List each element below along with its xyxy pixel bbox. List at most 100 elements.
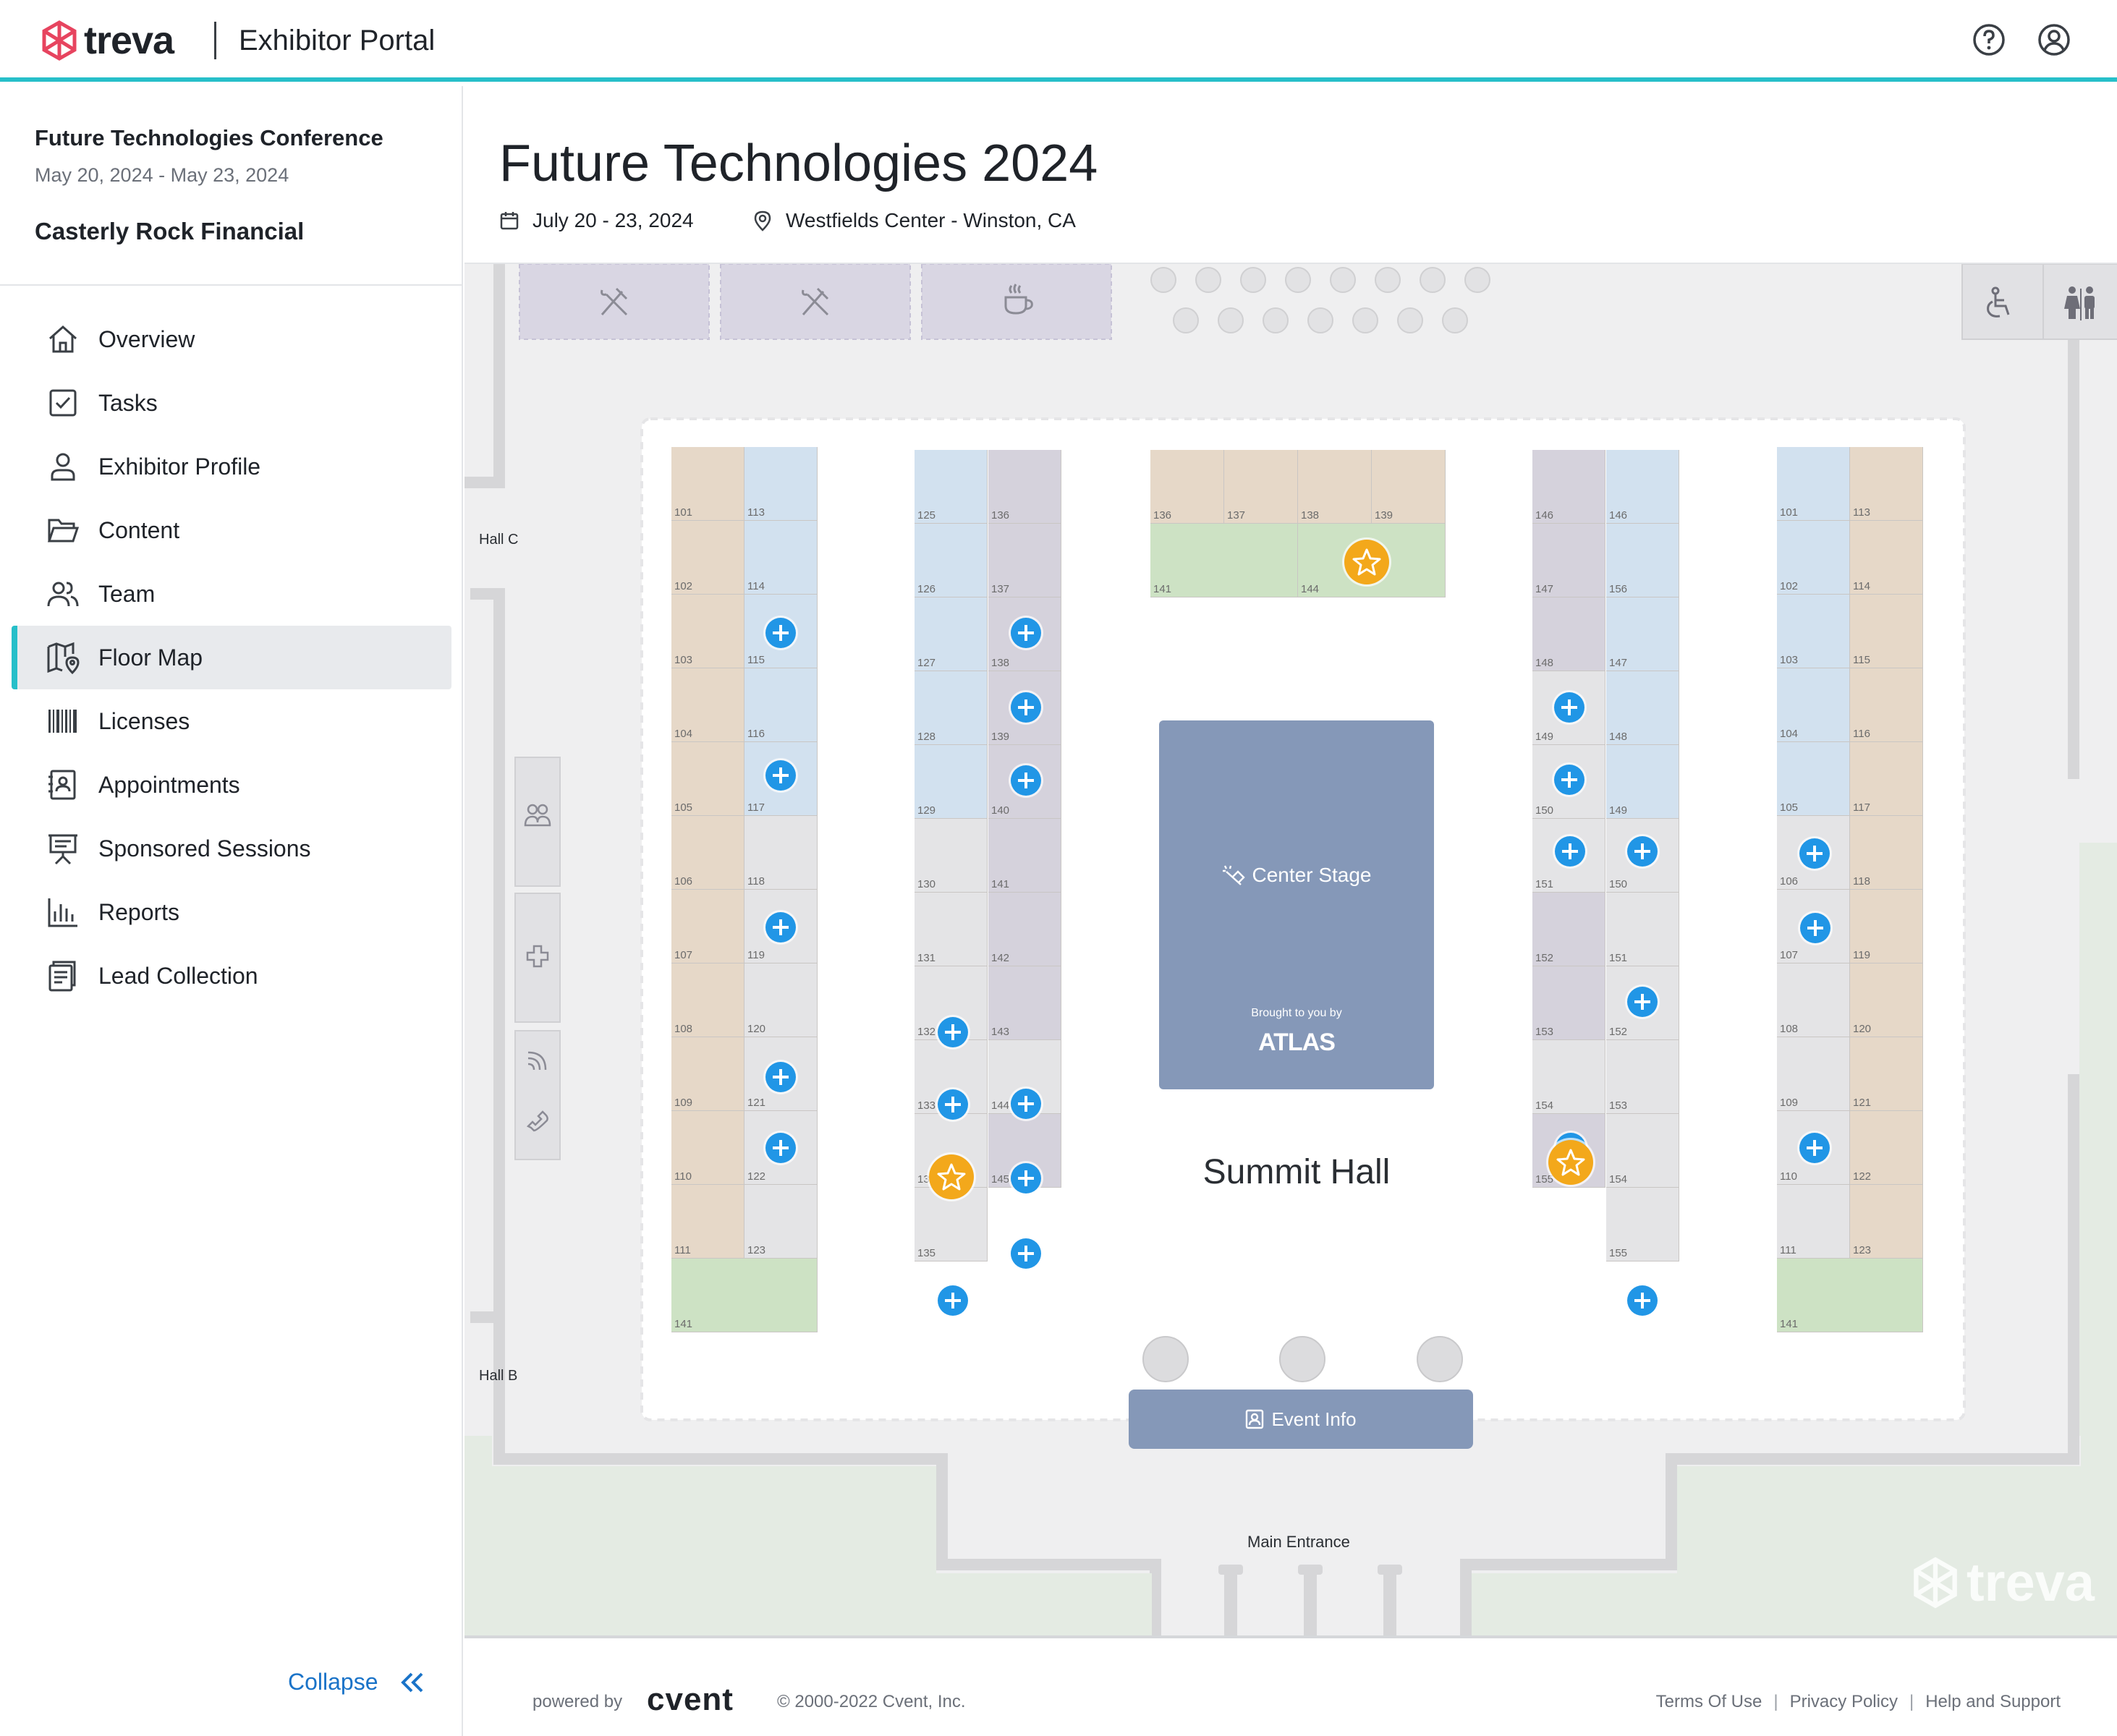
booth-123[interactable]: 123 — [744, 1185, 818, 1259]
booth-154[interactable]: 154 — [1606, 1114, 1679, 1188]
booth-142[interactable]: 142 — [988, 893, 1061, 966]
add-booth-icon[interactable] — [938, 1285, 968, 1316]
booth-114[interactable]: 114 — [1850, 521, 1923, 595]
center-stage[interactable]: Center Stage Brought to you by ATLAS — [1159, 720, 1434, 1089]
booth-150[interactable]: 150 — [1532, 745, 1605, 819]
booth-146[interactable]: 146 — [1606, 450, 1679, 524]
booth-105[interactable]: 105 — [1777, 742, 1850, 816]
booth-115[interactable]: 115 — [1850, 595, 1923, 668]
event-info-button[interactable]: Event Info — [1129, 1390, 1473, 1449]
add-booth-icon[interactable] — [1011, 1238, 1041, 1269]
booth-104[interactable]: 104 — [1777, 668, 1850, 742]
booth-103[interactable]: 103 — [1777, 595, 1850, 668]
sidebar-item-floor-map[interactable]: Floor Map — [12, 626, 451, 689]
booth-152[interactable]: 152 — [1532, 893, 1605, 966]
treva-logo[interactable]: treva — [41, 19, 174, 62]
sidebar-item-overview[interactable]: Overview — [12, 307, 451, 371]
booth-153[interactable]: 153 — [1532, 966, 1605, 1040]
booth-137[interactable]: 137 — [988, 524, 1061, 597]
booth-118[interactable]: 118 — [1850, 816, 1923, 890]
user-circle-icon[interactable] — [2037, 23, 2071, 56]
sidebar-item-licenses[interactable]: Licenses — [12, 689, 451, 753]
sidebar-item-reports[interactable]: Reports — [12, 880, 451, 944]
booth-107[interactable]: 107 — [671, 890, 744, 963]
booth-125[interactable]: 125 — [915, 450, 988, 524]
booth-113[interactable]: 113 — [1850, 447, 1923, 521]
booth-111[interactable]: 111 — [671, 1185, 744, 1259]
add-booth-icon[interactable] — [1799, 1133, 1830, 1163]
booth-138[interactable]: 138 — [1298, 450, 1372, 524]
booth-153[interactable]: 153 — [1606, 1040, 1679, 1114]
booth-116[interactable]: 116 — [1850, 668, 1923, 742]
booth-118[interactable]: 118 — [744, 816, 818, 890]
booth-116[interactable]: 116 — [744, 668, 818, 742]
sidebar-item-appointments[interactable]: Appointments — [12, 753, 451, 817]
add-booth-icon[interactable] — [1554, 765, 1584, 795]
booth-122[interactable]: 122 — [1850, 1111, 1923, 1185]
favorite-star-icon[interactable] — [1548, 1140, 1593, 1185]
add-booth-icon[interactable] — [765, 1062, 796, 1092]
sidebar-item-tasks[interactable]: Tasks — [12, 371, 451, 435]
booth-110[interactable]: 110 — [671, 1111, 744, 1185]
sidebar-item-sponsored-sessions[interactable]: Sponsored Sessions — [12, 817, 451, 880]
booth-120[interactable]: 120 — [1850, 963, 1923, 1037]
booth-141[interactable]: 141 — [671, 1259, 818, 1332]
booth-106[interactable]: 106 — [671, 816, 744, 890]
booth-137[interactable]: 137 — [1224, 450, 1298, 524]
add-booth-icon[interactable] — [1627, 836, 1658, 867]
add-booth-icon[interactable] — [1555, 836, 1585, 867]
add-booth-icon[interactable] — [1011, 1163, 1041, 1194]
booth-148[interactable]: 148 — [1606, 671, 1679, 745]
booth-141[interactable]: 141 — [1150, 524, 1298, 597]
booth-139[interactable]: 139 — [1372, 450, 1446, 524]
booth-117[interactable]: 117 — [1850, 742, 1923, 816]
booth-101[interactable]: 101 — [1777, 447, 1850, 521]
booth-109[interactable]: 109 — [1777, 1037, 1850, 1111]
floor-map[interactable]: Hall C Hall B Main Entrance Center Stage… — [464, 263, 2117, 1635]
add-booth-icon[interactable] — [1627, 1285, 1658, 1316]
add-booth-icon[interactable] — [1799, 838, 1830, 869]
booth-154[interactable]: 154 — [1532, 1040, 1605, 1114]
add-booth-icon[interactable] — [938, 1017, 968, 1047]
booth-114[interactable]: 114 — [744, 521, 818, 595]
sidebar-item-lead-collection[interactable]: Lead Collection — [12, 944, 451, 1008]
booth-136[interactable]: 136 — [1150, 450, 1224, 524]
add-booth-icon[interactable] — [765, 760, 796, 791]
sidebar-item-exhibitor-profile[interactable]: Exhibitor Profile — [12, 435, 451, 498]
add-booth-icon[interactable] — [938, 1089, 968, 1120]
booth-111[interactable]: 111 — [1777, 1185, 1850, 1259]
add-booth-icon[interactable] — [1011, 1089, 1041, 1119]
help-circle-icon[interactable] — [1972, 23, 2006, 56]
booth-156[interactable]: 156 — [1606, 524, 1679, 597]
booth-120[interactable]: 120 — [744, 963, 818, 1037]
booth-127[interactable]: 127 — [915, 597, 988, 671]
booth-101[interactable]: 101 — [671, 447, 744, 521]
help-link[interactable]: Help and Support — [1925, 1692, 2061, 1711]
add-booth-icon[interactable] — [765, 912, 796, 943]
booth-155[interactable]: 155 — [1606, 1188, 1679, 1261]
booth-108[interactable]: 108 — [1777, 963, 1850, 1037]
booth-148[interactable]: 148 — [1532, 597, 1605, 671]
booth-119[interactable]: 119 — [1850, 890, 1923, 963]
favorite-star-icon[interactable] — [929, 1154, 974, 1199]
booth-102[interactable]: 102 — [671, 521, 744, 595]
sidebar-item-content[interactable]: Content — [12, 498, 451, 562]
add-booth-icon[interactable] — [1554, 692, 1584, 723]
add-booth-icon[interactable] — [1800, 913, 1830, 943]
booth-123[interactable]: 123 — [1850, 1185, 1923, 1259]
add-booth-icon[interactable] — [1011, 618, 1041, 648]
favorite-star-icon[interactable] — [1344, 540, 1389, 584]
booth-128[interactable]: 128 — [915, 671, 988, 745]
booth-104[interactable]: 104 — [671, 668, 744, 742]
booth-129[interactable]: 129 — [915, 745, 988, 819]
booth-131[interactable]: 131 — [915, 893, 988, 966]
booth-109[interactable]: 109 — [671, 1037, 744, 1111]
booth-102[interactable]: 102 — [1777, 521, 1850, 595]
add-booth-icon[interactable] — [765, 1133, 796, 1163]
booth-146[interactable]: 146 — [1532, 450, 1605, 524]
booth-108[interactable]: 108 — [671, 963, 744, 1037]
add-booth-icon[interactable] — [1011, 692, 1041, 723]
booth-105[interactable]: 105 — [671, 742, 744, 816]
booth-147[interactable]: 147 — [1532, 524, 1605, 597]
booth-143[interactable]: 143 — [988, 966, 1061, 1040]
